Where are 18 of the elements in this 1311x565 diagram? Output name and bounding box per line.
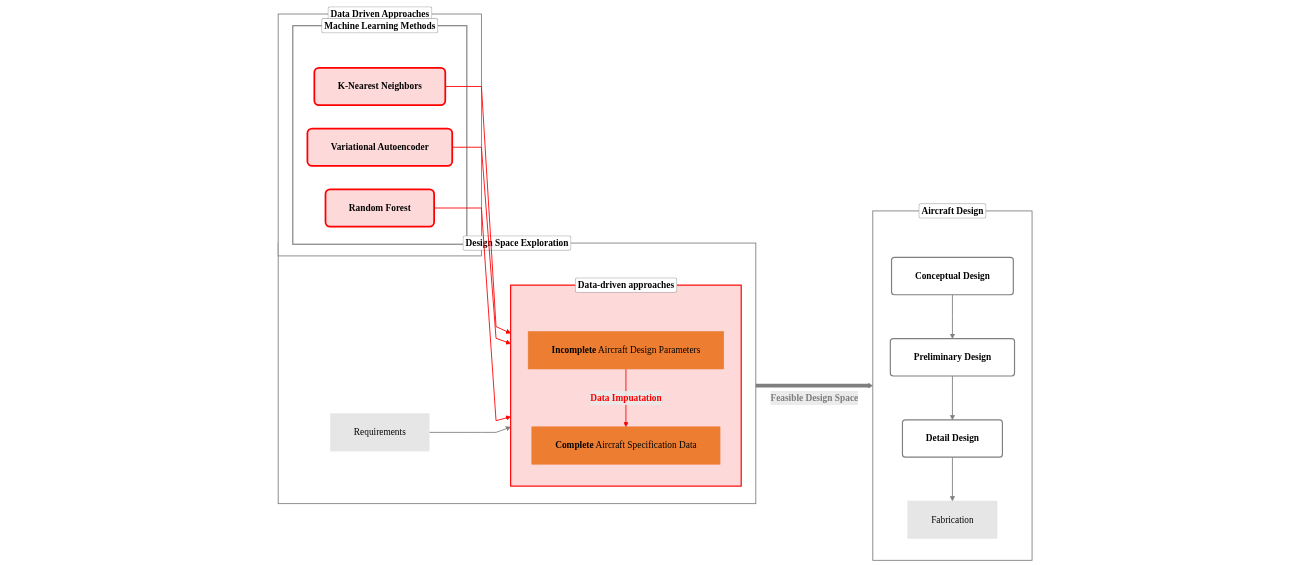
arrow <box>756 383 874 389</box>
node-box: Preliminary Design <box>890 338 1016 377</box>
node-box: Incomplete Aircraft Design Parameters <box>528 331 725 370</box>
edge-label: Data Impuatation <box>590 392 663 403</box>
node-label: Data Driven Approaches <box>330 8 430 19</box>
node-box: Conceptual Design <box>891 256 1015 296</box>
node-label: Machine Learning Methods <box>324 20 436 31</box>
node-label: Data-driven approaches <box>578 279 675 290</box>
node-label: Aircraft Design <box>921 205 984 216</box>
node-box: Requirements <box>330 413 430 452</box>
node-box: Random Forest <box>325 188 436 228</box>
edge-label: Feasible Design Space <box>770 392 859 403</box>
node-box: K-Nearest Neighbors <box>313 66 447 107</box>
node-box: Variational Autoencoder <box>306 127 454 167</box>
node-box: Complete Aircraft Specification Data <box>531 426 721 465</box>
node-box: Detail Design <box>902 419 1004 458</box>
node-box: Fabrication <box>907 500 998 539</box>
node-label: Design Space Exploration <box>465 237 569 248</box>
